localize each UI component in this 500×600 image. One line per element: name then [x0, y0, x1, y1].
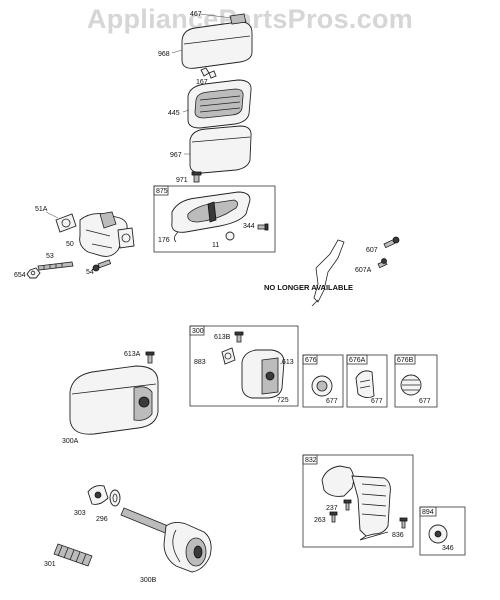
- label-300: 300: [192, 328, 204, 335]
- label-971: 971: [176, 177, 188, 184]
- deflector-part-676A[interactable]: [355, 370, 375, 399]
- label-677-b: 677: [371, 398, 383, 405]
- label-344: 344: [243, 223, 255, 230]
- air-cleaner-base-part[interactable]: [171, 191, 251, 243]
- intake-elbow-part[interactable]: [79, 211, 135, 257]
- label-467: 467: [190, 11, 202, 18]
- screw-part-263[interactable]: [329, 511, 338, 523]
- label-676B: 676B: [397, 357, 414, 364]
- screw-part-607[interactable]: [383, 236, 400, 249]
- kit-box-676B: [394, 354, 438, 408]
- label-176: 176: [158, 237, 170, 244]
- label-346: 346: [442, 545, 454, 552]
- kit-box-676: [302, 354, 344, 408]
- label-613: 613: [282, 359, 294, 366]
- label-445: 445: [168, 110, 180, 117]
- wing-nut-part[interactable]: [200, 67, 217, 79]
- screw-part-54[interactable]: [92, 259, 112, 272]
- label-303: 303: [74, 510, 86, 517]
- label-967: 967: [170, 152, 182, 159]
- flange-part-303[interactable]: [87, 485, 109, 505]
- screw-part-237[interactable]: [343, 499, 352, 511]
- air-filter-cartridge-part[interactable]: [189, 125, 252, 174]
- no-longer-available-note: NO LONGER AVAILABLE: [264, 283, 353, 292]
- kit-box-875: [153, 185, 276, 253]
- nut-part-654[interactable]: [26, 267, 41, 279]
- label-875: 875: [156, 188, 168, 195]
- label-725: 725: [277, 397, 289, 404]
- exhaust-pipe-part-301[interactable]: [53, 543, 93, 567]
- spark-arrestor-part-894[interactable]: [428, 524, 448, 544]
- screw-part-836[interactable]: [399, 517, 408, 529]
- label-676A: 676A: [349, 357, 366, 364]
- pre-cleaner-foam-part[interactable]: [187, 79, 252, 129]
- label-836: 836: [392, 532, 404, 539]
- screw-part-607A[interactable]: [377, 258, 388, 269]
- kit-box-832: [302, 454, 414, 548]
- screw-part-613B[interactable]: [234, 331, 244, 343]
- stud-bolt-part-53[interactable]: [37, 261, 74, 271]
- label-263: 263: [314, 517, 326, 524]
- air-cleaner-cover-part[interactable]: [181, 13, 253, 69]
- gasket-part-883[interactable]: [221, 347, 236, 365]
- label-53: 53: [46, 253, 54, 260]
- kit-box-894: [419, 506, 466, 556]
- gasket-part-51A[interactable]: [55, 213, 77, 233]
- label-300B: 300B: [140, 577, 157, 584]
- muffler-part-300[interactable]: [241, 349, 285, 399]
- label-607: 607: [366, 247, 378, 254]
- label-11: 11: [212, 242, 219, 249]
- muffler-guard-part-832[interactable]: [321, 465, 391, 541]
- gasket-part-296[interactable]: [109, 489, 121, 507]
- label-167: 167: [196, 79, 208, 86]
- label-613A: 613A: [124, 351, 141, 358]
- label-607A: 607A: [355, 267, 372, 274]
- label-296: 296: [96, 516, 108, 523]
- bracket-part[interactable]: [311, 239, 345, 307]
- label-654: 654: [14, 272, 26, 279]
- label-677-a: 677: [326, 398, 338, 405]
- label-301: 301: [44, 561, 56, 568]
- label-50: 50: [66, 241, 74, 248]
- label-237: 237: [326, 505, 338, 512]
- muffler-part-300A[interactable]: [69, 365, 159, 435]
- label-54: 54: [86, 269, 94, 276]
- deflector-part-676[interactable]: [311, 375, 333, 397]
- label-677-c: 677: [419, 398, 431, 405]
- label-832: 832: [305, 457, 317, 464]
- label-613B: 613B: [214, 334, 231, 341]
- screw-part-613A[interactable]: [145, 351, 155, 364]
- screw-part-971[interactable]: [191, 171, 202, 183]
- label-51A: 51A: [35, 206, 48, 213]
- label-894: 894: [422, 509, 434, 516]
- label-300A: 300A: [62, 438, 79, 445]
- label-883: 883: [194, 359, 206, 366]
- screw-part-344[interactable]: [257, 223, 269, 231]
- kit-box-300: [189, 325, 299, 407]
- deflector-part-676B[interactable]: [400, 374, 422, 396]
- label-676: 676: [305, 357, 317, 364]
- muffler-part-300B[interactable]: [120, 507, 212, 573]
- label-968: 968: [158, 51, 170, 58]
